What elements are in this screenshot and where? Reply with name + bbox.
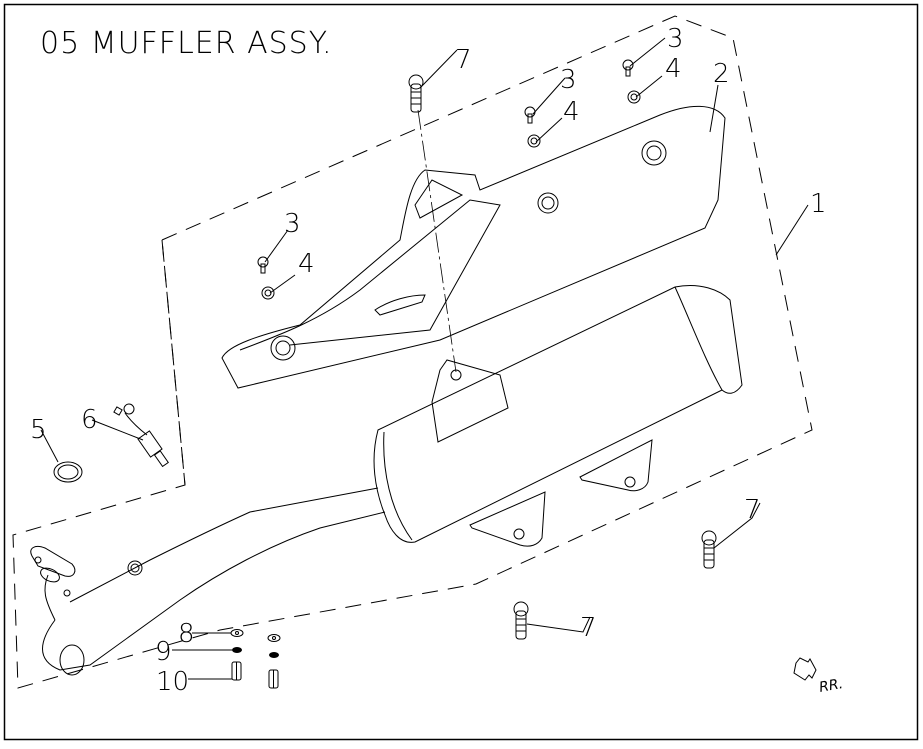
callout-8: 8: [178, 619, 195, 649]
small-washer-icon: [232, 647, 242, 653]
diagram-title: 05 MUFFLER ASSY.: [40, 26, 333, 61]
callout-6: 6: [81, 405, 98, 435]
stud-icon: [268, 669, 279, 689]
boundary-segment: [161, 239, 186, 486]
screw-icon: [622, 59, 634, 77]
leader-lines: [40, 37, 809, 680]
callout-4: 4: [665, 54, 682, 84]
screw-icon: [257, 256, 269, 274]
stud-icon: [231, 661, 242, 681]
callout-1: 1: [810, 189, 827, 219]
exhaust-pipe: [30, 487, 386, 676]
oxygen-sensor-icon: [113, 403, 169, 468]
washer-icon: [261, 286, 275, 300]
direction-label: RR.: [818, 676, 844, 696]
callout-3: 3: [284, 209, 301, 239]
callout-7: 7: [455, 45, 472, 75]
callout-4: 4: [298, 249, 315, 279]
bolt-icon: [513, 601, 529, 640]
diagram-border: [3, 3, 919, 741]
washer-icon: [627, 90, 641, 104]
bolt-icon: [701, 530, 717, 569]
callout-3: 3: [667, 24, 684, 54]
assembly-boundary: [12, 15, 813, 689]
callout-2: 2: [713, 59, 730, 89]
callout-10: 10: [156, 667, 189, 697]
rear-direction-arrow-icon: [793, 657, 817, 681]
nut-icon: [267, 634, 281, 642]
callout-7: 7: [744, 495, 761, 525]
callout-7: 7: [580, 613, 597, 643]
alignment-line: [417, 109, 457, 373]
gasket-icon: [53, 461, 83, 483]
callout-4: 4: [563, 97, 580, 127]
callout-9: 9: [155, 637, 172, 667]
heat-shield: [221, 105, 726, 389]
small-washer-icon: [269, 652, 279, 658]
callout-3: 3: [560, 65, 577, 95]
callout-5: 5: [30, 415, 47, 445]
bolt-icon: [408, 74, 424, 113]
